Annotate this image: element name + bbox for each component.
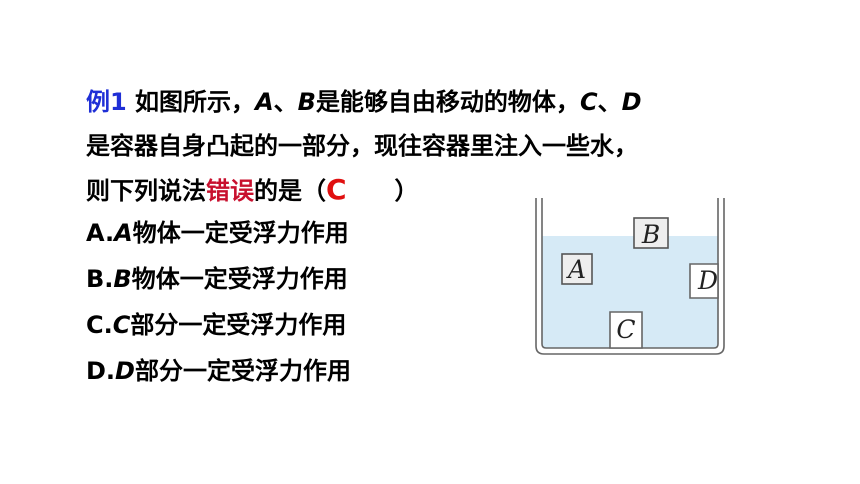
container-figure: A B C D xyxy=(535,198,725,355)
var-b: B xyxy=(297,88,316,116)
emphasis-wrong: 错误 xyxy=(206,177,254,205)
var-d: D xyxy=(621,88,642,116)
option-var: C xyxy=(112,311,131,339)
option-text: 部分一定受浮力作用 xyxy=(134,357,351,385)
label-d: D xyxy=(697,266,718,295)
option-d[interactable]: D.D部分一定受浮力作用 xyxy=(86,348,351,394)
question-intro: 如图所示， xyxy=(126,88,256,116)
option-text: 物体一定受浮力作用 xyxy=(131,265,348,293)
bump-c xyxy=(609,311,643,349)
option-a[interactable]: A.A物体一定受浮力作用 xyxy=(86,210,351,256)
question-text: 例1 如图所示，A、B是能够自由移动的物体，C、D 是容器自身凸起的一部分，现往… xyxy=(86,80,766,213)
question-line3-pre: 则下列说法 xyxy=(86,177,206,205)
option-var: D xyxy=(115,357,135,385)
label-a: A xyxy=(566,255,586,284)
var-a: A xyxy=(255,88,274,116)
options-list: A.A物体一定受浮力作用 B.B物体一定受浮力作用 C.C部分一定受浮力作用 D… xyxy=(86,210,351,394)
question-mid: 是能够自由移动的物体， xyxy=(315,88,580,116)
container-outer-wall xyxy=(535,198,725,355)
bump-d xyxy=(689,263,719,299)
option-var: B xyxy=(113,265,132,293)
question-line-3: 则下列说法错误的是（C ） xyxy=(86,168,766,213)
option-var: A xyxy=(114,219,133,247)
option-text: 部分一定受浮力作用 xyxy=(130,311,347,339)
question-label: 例1 xyxy=(86,88,127,116)
option-prefix: C. xyxy=(86,311,113,339)
question-line-1: 例1 如图所示，A、B是能够自由移动的物体，C、D xyxy=(86,80,766,124)
option-prefix: A. xyxy=(86,219,115,247)
separator: 、 xyxy=(597,88,622,116)
option-prefix: B. xyxy=(86,265,114,293)
question-line3-post: 的是（ xyxy=(254,177,326,205)
label-b: B xyxy=(641,220,660,249)
object-b xyxy=(633,217,669,249)
option-b[interactable]: B.B物体一定受浮力作用 xyxy=(86,256,351,302)
question-line3-close: ） xyxy=(346,177,419,205)
answer-mark: C xyxy=(326,173,347,206)
option-prefix: D. xyxy=(86,357,116,385)
option-text: 物体一定受浮力作用 xyxy=(132,219,349,247)
question-line-2: 是容器自身凸起的一部分，现往容器里注入一些水， xyxy=(86,132,638,160)
label-c: C xyxy=(616,315,635,344)
separator: 、 xyxy=(273,88,298,116)
object-a xyxy=(561,253,593,285)
option-c[interactable]: C.C部分一定受浮力作用 xyxy=(86,302,351,348)
var-c: C xyxy=(579,88,598,116)
